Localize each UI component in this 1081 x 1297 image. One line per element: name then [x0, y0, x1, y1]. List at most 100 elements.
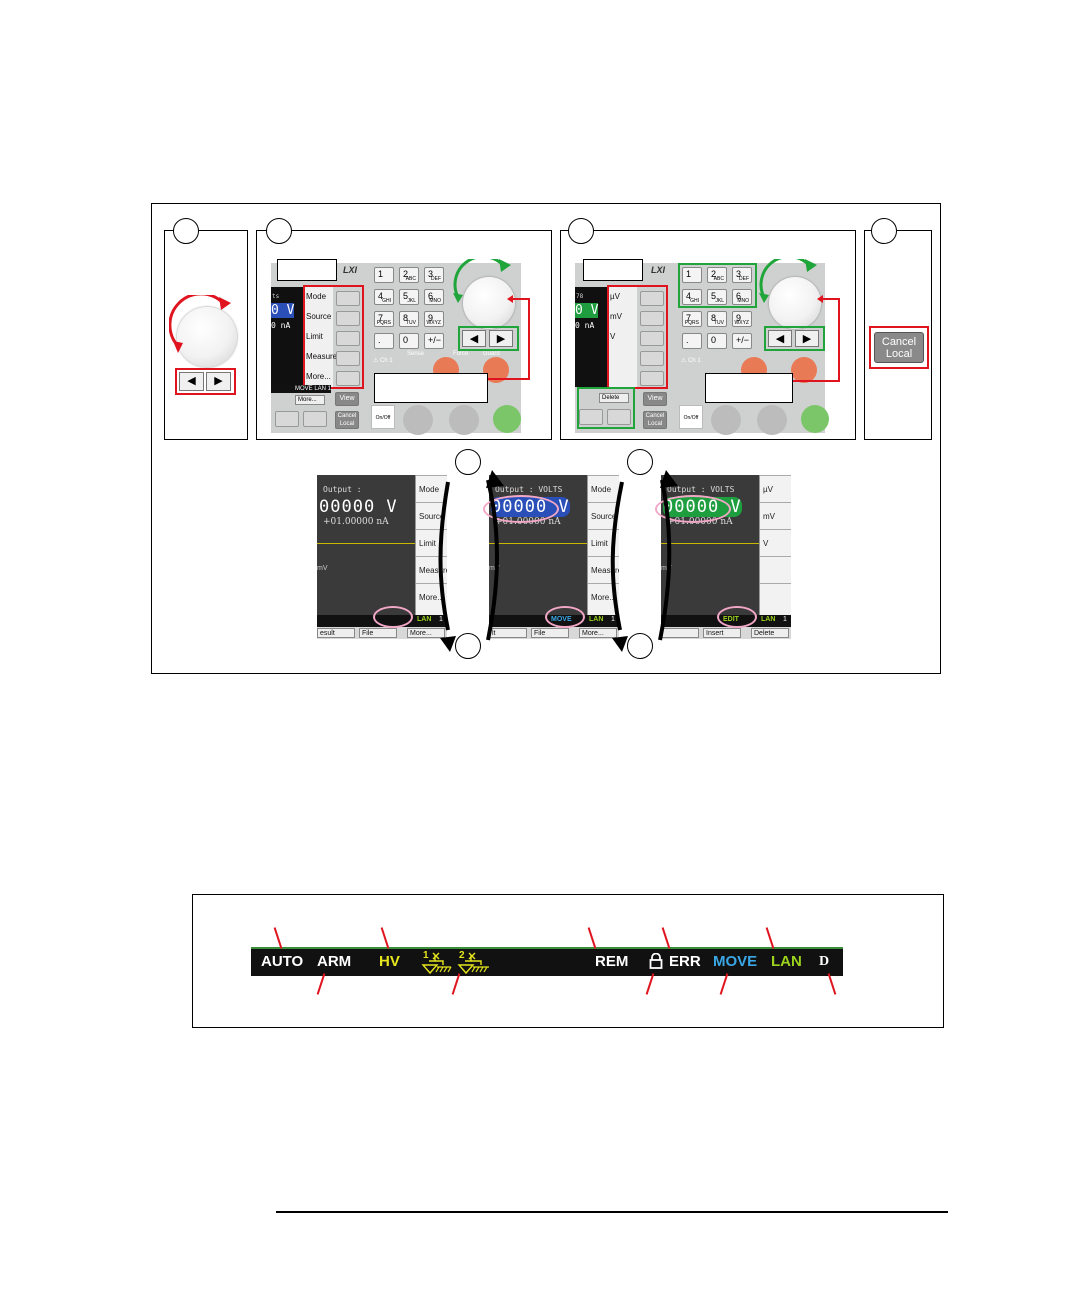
right-arrow-button[interactable]: ▶: [795, 330, 819, 347]
softkey-1[interactable]: [640, 291, 664, 306]
softkey-label[interactable]: Mode: [588, 475, 619, 502]
current-readout: +01.00000 nA: [323, 517, 389, 527]
left-arrow-button[interactable]: ◀: [768, 330, 792, 347]
status-num: 1: [439, 616, 443, 623]
softkey-label[interactable]: [760, 556, 791, 583]
softkeys-highlight: [607, 285, 668, 389]
softkey-label[interactable]: mV: [760, 502, 791, 529]
display-tab[interactable]: Insert: [703, 628, 741, 638]
softkey-2[interactable]: [336, 311, 360, 326]
onoff-button[interactable]: On/Off: [679, 405, 703, 429]
rotary-knob-icon[interactable]: [177, 307, 237, 367]
key-1[interactable]: 1: [682, 267, 702, 283]
softkey-1[interactable]: [336, 291, 360, 306]
view-button[interactable]: View: [335, 392, 359, 406]
keypad-highlight: [678, 263, 757, 308]
function-key-1[interactable]: [275, 411, 299, 427]
key-dot[interactable]: .: [682, 333, 702, 349]
view-button[interactable]: View: [643, 392, 667, 406]
display-tab[interactable]: Delete: [751, 628, 789, 638]
softkey-label[interactable]: Measure: [588, 556, 619, 583]
output-label: Output : VOLTS: [667, 485, 735, 494]
rotary-knob-icon[interactable]: [769, 277, 821, 329]
softkey-5[interactable]: [336, 371, 360, 386]
indicator-hv: HV: [379, 953, 400, 970]
softkey-2[interactable]: [640, 311, 664, 326]
cancel-local-button[interactable]: Cancel Local: [874, 332, 924, 363]
bottom-tab[interactable]: Delete: [599, 393, 629, 403]
left-arrow-button[interactable]: ◀: [179, 372, 204, 391]
softkey-label[interactable]: Limit: [416, 529, 447, 556]
transition-marker: [627, 633, 653, 659]
selection-ellipse: [483, 495, 559, 523]
softkey-label[interactable]: Limit: [588, 529, 619, 556]
softkey-3[interactable]: [336, 331, 360, 346]
side-text: mV: [489, 565, 500, 572]
lxi-logo: LXI: [343, 265, 358, 275]
readout-current: 0 nA: [271, 321, 291, 330]
display-tab[interactable]: File: [359, 628, 397, 638]
transition-marker: [455, 633, 481, 659]
key-0[interactable]: 0: [707, 333, 727, 349]
key-plus-minus[interactable]: +/−: [732, 333, 752, 349]
softkey-label[interactable]: More...: [416, 583, 447, 610]
onoff-button[interactable]: On/Off: [371, 405, 395, 429]
channel-label: ⚠ Ch 1: [373, 358, 393, 364]
softkey-label[interactable]: More...: [588, 583, 619, 610]
indicator-d: D: [819, 954, 830, 969]
softkey-label[interactable]: Source: [416, 502, 447, 529]
softkey-label[interactable]: µV: [760, 475, 791, 502]
softkey-label[interactable]: Measure: [416, 556, 447, 583]
cancel-local-button[interactable]: Cancel Local: [335, 411, 359, 429]
display-tab[interactable]: File: [531, 628, 569, 638]
indicator-ch1: 1: [421, 951, 453, 975]
key-1[interactable]: 1: [374, 267, 394, 283]
cancel-local-button[interactable]: Cancel Local: [643, 411, 667, 429]
softkey-label[interactable]: [760, 583, 791, 610]
status-strip: MOVE LAN 1: [271, 385, 331, 393]
key-plus-minus[interactable]: +/−: [424, 333, 444, 349]
softkey-4[interactable]: [336, 351, 360, 366]
key-0[interactable]: 0: [399, 333, 419, 349]
softkey-label[interactable]: V: [760, 529, 791, 556]
display-tab[interactable]: More...: [407, 628, 445, 638]
softkey-3[interactable]: [640, 331, 664, 346]
divider-line: [317, 543, 415, 544]
right-arrow-button[interactable]: ▶: [489, 330, 513, 347]
rotary-knob-icon[interactable]: [463, 277, 515, 329]
left-arrow-button[interactable]: ◀: [462, 330, 486, 347]
softkey-label[interactable]: Mode: [416, 475, 447, 502]
bottom-tab[interactable]: More...: [295, 395, 325, 405]
key-dot[interactable]: .: [374, 333, 394, 349]
softkey-4[interactable]: [640, 351, 664, 366]
indicator-move: MOVE: [713, 953, 758, 970]
function-key-2[interactable]: [303, 411, 327, 427]
display-tab[interactable]: esult: [317, 628, 355, 638]
softkey-5[interactable]: [640, 371, 664, 386]
softkey-label[interactable]: Source: [588, 502, 619, 529]
display-tab[interactable]: More...: [579, 628, 617, 638]
lxi-logo: LXI: [651, 265, 666, 275]
step3-label-box-top: [583, 259, 643, 281]
function-key-2[interactable]: [607, 409, 631, 425]
right-arrow-button[interactable]: ▶: [206, 372, 231, 391]
function-key-1[interactable]: [579, 409, 603, 425]
